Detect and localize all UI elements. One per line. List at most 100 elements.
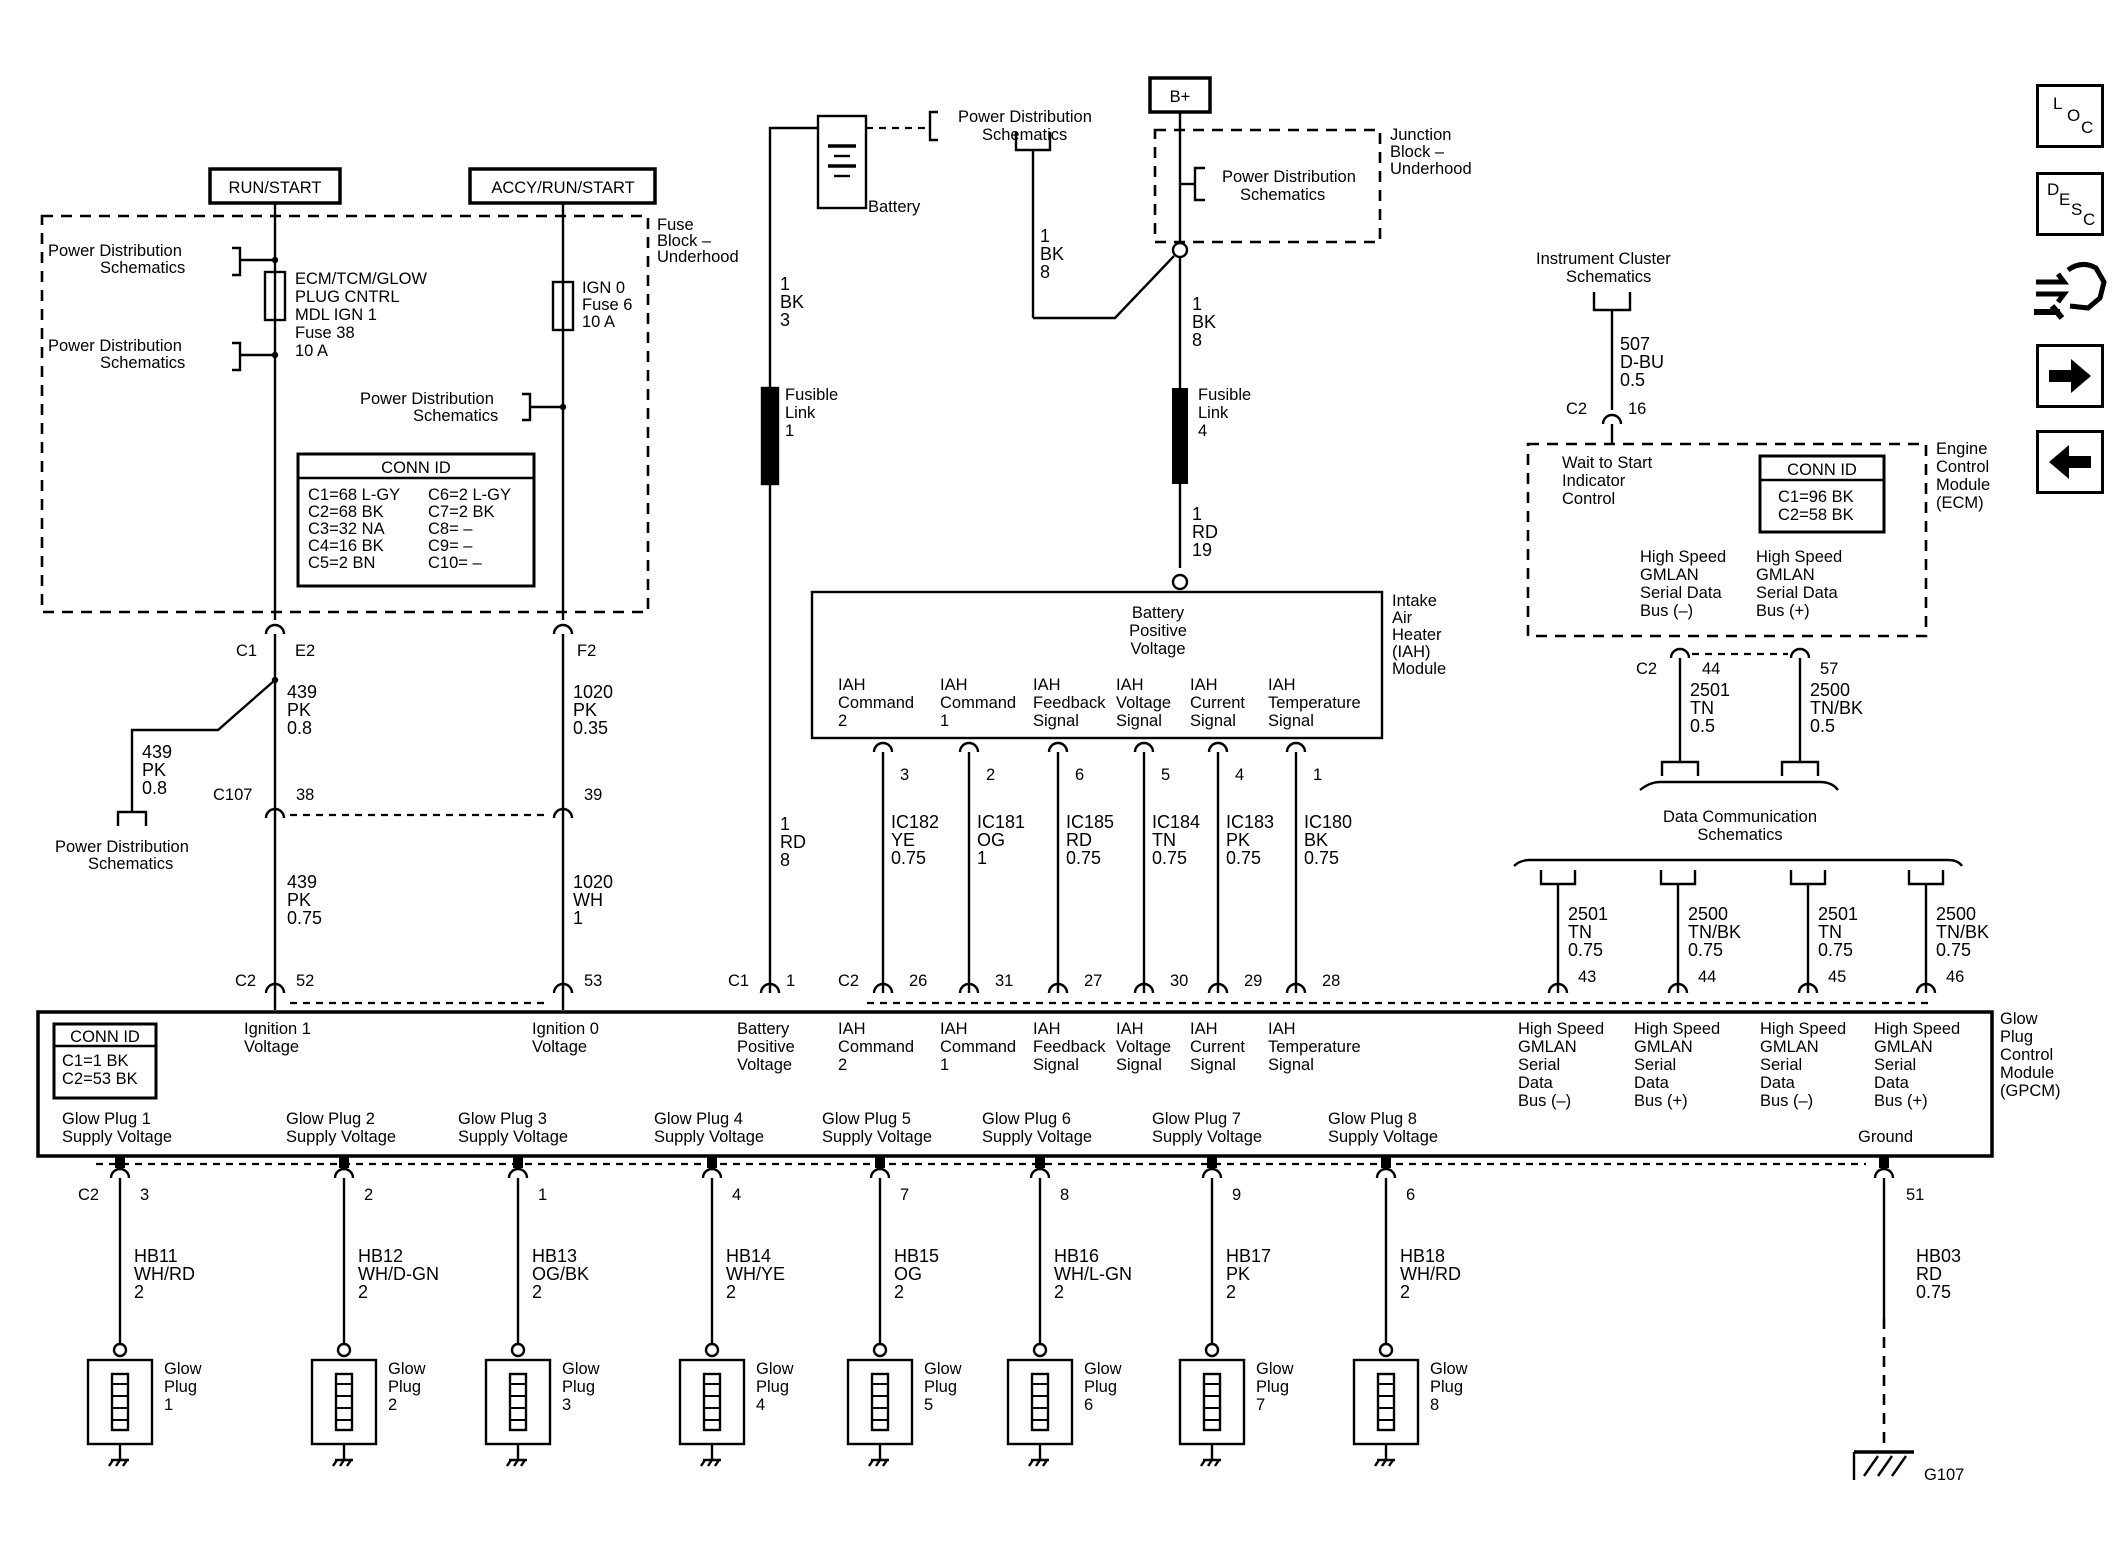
3-line-3: Voltage bbox=[737, 1056, 792, 1074]
3-line-2: Plug bbox=[756, 1378, 789, 1396]
5-line-2: PLUG CNTRL bbox=[295, 288, 400, 306]
3-line-2: WH/YE bbox=[726, 1264, 785, 1284]
desc-button[interactable]: D E S C bbox=[2036, 172, 2104, 236]
glow-plug-5-pin: 7 bbox=[900, 1186, 909, 1204]
gpcm-ground-label: Ground bbox=[1858, 1128, 1913, 1146]
3-line-1: HB14 bbox=[726, 1246, 771, 1266]
pd-branch-line-2: Schematics bbox=[88, 855, 173, 873]
wrench-hand-icon[interactable] bbox=[2030, 254, 2110, 328]
3-line-3: 0.75 bbox=[891, 848, 926, 868]
glow-plug-6-pin: 8 bbox=[1060, 1186, 1069, 1204]
3-line-3: Signal bbox=[1268, 1056, 1314, 1074]
3-line-1: Fuse bbox=[657, 216, 694, 234]
3-line-1: IAH bbox=[1033, 676, 1061, 694]
iah-pin-5-number: 4 bbox=[1235, 766, 1244, 784]
3-line-2: Link bbox=[785, 404, 816, 422]
2-line-1: Glow Plug 8 bbox=[1328, 1110, 1417, 1128]
loc-letter-o: O bbox=[2067, 106, 2080, 125]
3-line-2: Block – bbox=[1390, 143, 1445, 161]
desc-letter-s: S bbox=[2071, 200, 2082, 219]
5-line-5: 10 A bbox=[295, 342, 328, 360]
3-line-2: Positive bbox=[1129, 622, 1187, 640]
3-line-2: Plug bbox=[164, 1378, 197, 1396]
3-line-2: Link bbox=[1198, 404, 1229, 422]
3-line-2: Plug bbox=[388, 1378, 421, 1396]
3-line-2: PK bbox=[1226, 1264, 1250, 1284]
ecm-pin-16: 16 bbox=[1628, 400, 1646, 418]
3-line-3: Underhood bbox=[1390, 160, 1472, 178]
loc-button[interactable]: L O C bbox=[2036, 84, 2104, 148]
previous-arrow-button[interactable] bbox=[2036, 430, 2104, 494]
2-line-1: Glow Plug 4 bbox=[654, 1110, 743, 1128]
2-line-2: Supply Voltage bbox=[458, 1128, 568, 1146]
accy-run-start-label: ACCY/RUN/START bbox=[491, 179, 634, 197]
3-line-1: 2500 bbox=[1936, 904, 1976, 924]
3-line-2: Temperature bbox=[1268, 1038, 1361, 1056]
3-line-1: IAH bbox=[838, 676, 866, 694]
3-line-2: Plug bbox=[924, 1378, 957, 1396]
3-line-1: Fusible bbox=[785, 386, 838, 404]
3-line-1: IAH bbox=[1116, 1020, 1144, 1038]
3-line-2: WH/RD bbox=[1400, 1264, 1461, 1284]
data-comm-line-2: Schematics bbox=[1697, 826, 1782, 844]
3-line-3: 0.75 bbox=[1916, 1282, 1951, 1302]
3-line-3: 2 bbox=[838, 712, 847, 730]
3-line-1: Glow bbox=[388, 1360, 426, 1378]
3-line-3: 0.75 bbox=[1226, 848, 1261, 868]
3-line-3: 2 bbox=[726, 1282, 736, 1302]
3-line-2: PK bbox=[142, 760, 166, 780]
gpcm-iah-pin-1: 26 bbox=[909, 972, 927, 990]
3-line-1: 1 bbox=[1040, 226, 1050, 246]
glow-plug-3-element bbox=[484, 1358, 552, 1446]
gpcm-bus-pin-1: 43 bbox=[1578, 968, 1596, 986]
3-line-3: Signal bbox=[1116, 1056, 1162, 1074]
5-line-2: GMLAN bbox=[1874, 1038, 1933, 1056]
glow-plug-7-pin: 9 bbox=[1232, 1186, 1241, 1204]
3-line-3: 6 bbox=[1084, 1396, 1093, 1414]
ground-pin-51: 51 bbox=[1906, 1186, 1924, 1204]
5-line-1: ECM/TCM/GLOW bbox=[295, 270, 427, 288]
3-line-2: TN bbox=[1152, 830, 1176, 850]
3-line-3: 1 bbox=[940, 1056, 949, 1074]
5-line-5: Bus (–) bbox=[1760, 1092, 1813, 1110]
3-line-1: 2501 bbox=[1690, 680, 1730, 700]
3-line-3: 2 bbox=[134, 1282, 144, 1302]
conn-c1-label: C1 bbox=[236, 642, 257, 660]
3-line-3: 8 bbox=[1430, 1396, 1439, 1414]
3-line-1: Junction bbox=[1390, 126, 1451, 144]
3-line-1: 1 bbox=[1192, 294, 1202, 314]
3-line-2: PK bbox=[573, 700, 597, 720]
gpcm-bus-pin-2: 44 bbox=[1698, 968, 1716, 986]
3-line-1: HB12 bbox=[358, 1246, 403, 1266]
3-line-1: Battery bbox=[737, 1020, 790, 1038]
next-arrow-button[interactable] bbox=[2036, 344, 2104, 408]
4-line-4: Bus (+) bbox=[1756, 602, 1810, 620]
pd-fuse-a-line-2: Schematics bbox=[100, 259, 185, 277]
3-line-2: BK bbox=[1040, 244, 1064, 264]
3-line-2: Plug bbox=[1084, 1378, 1117, 1396]
3-line-2: BK bbox=[1192, 312, 1216, 332]
run-start-label: RUN/START bbox=[229, 179, 322, 197]
5-line-2: C7=2 BK bbox=[428, 503, 495, 521]
3-line-2: BK bbox=[1304, 830, 1328, 850]
pd-branch-line-1: Power Distribution bbox=[55, 838, 189, 856]
3-line-2: RD bbox=[1066, 830, 1092, 850]
3-line-3: Signal bbox=[1190, 712, 1236, 730]
5-line-4: C4=16 BK bbox=[308, 537, 384, 555]
5-line-4: C9= – bbox=[428, 537, 473, 555]
3-line-3: 3 bbox=[562, 1396, 571, 1414]
3-line-1: IAH bbox=[838, 1020, 866, 1038]
5-line-4: Data bbox=[1518, 1074, 1554, 1092]
3-line-2: BK bbox=[780, 292, 804, 312]
2-line-2: Supply Voltage bbox=[1328, 1128, 1438, 1146]
5-line-3: C3=32 NA bbox=[308, 520, 385, 538]
5-line-3: Serial bbox=[1518, 1056, 1560, 1074]
3-line-2: WH/L-GN bbox=[1054, 1264, 1132, 1284]
3-line-2: TN bbox=[1568, 922, 1592, 942]
3-line-3: 1 bbox=[977, 848, 987, 868]
3-line-3: 0.5 bbox=[1690, 716, 1715, 736]
3-line-2: TN/BK bbox=[1688, 922, 1741, 942]
3-line-2: TN bbox=[1690, 698, 1714, 718]
glow-plug-7-element bbox=[1178, 1358, 1246, 1446]
3-line-3: 2 bbox=[1400, 1282, 1410, 1302]
